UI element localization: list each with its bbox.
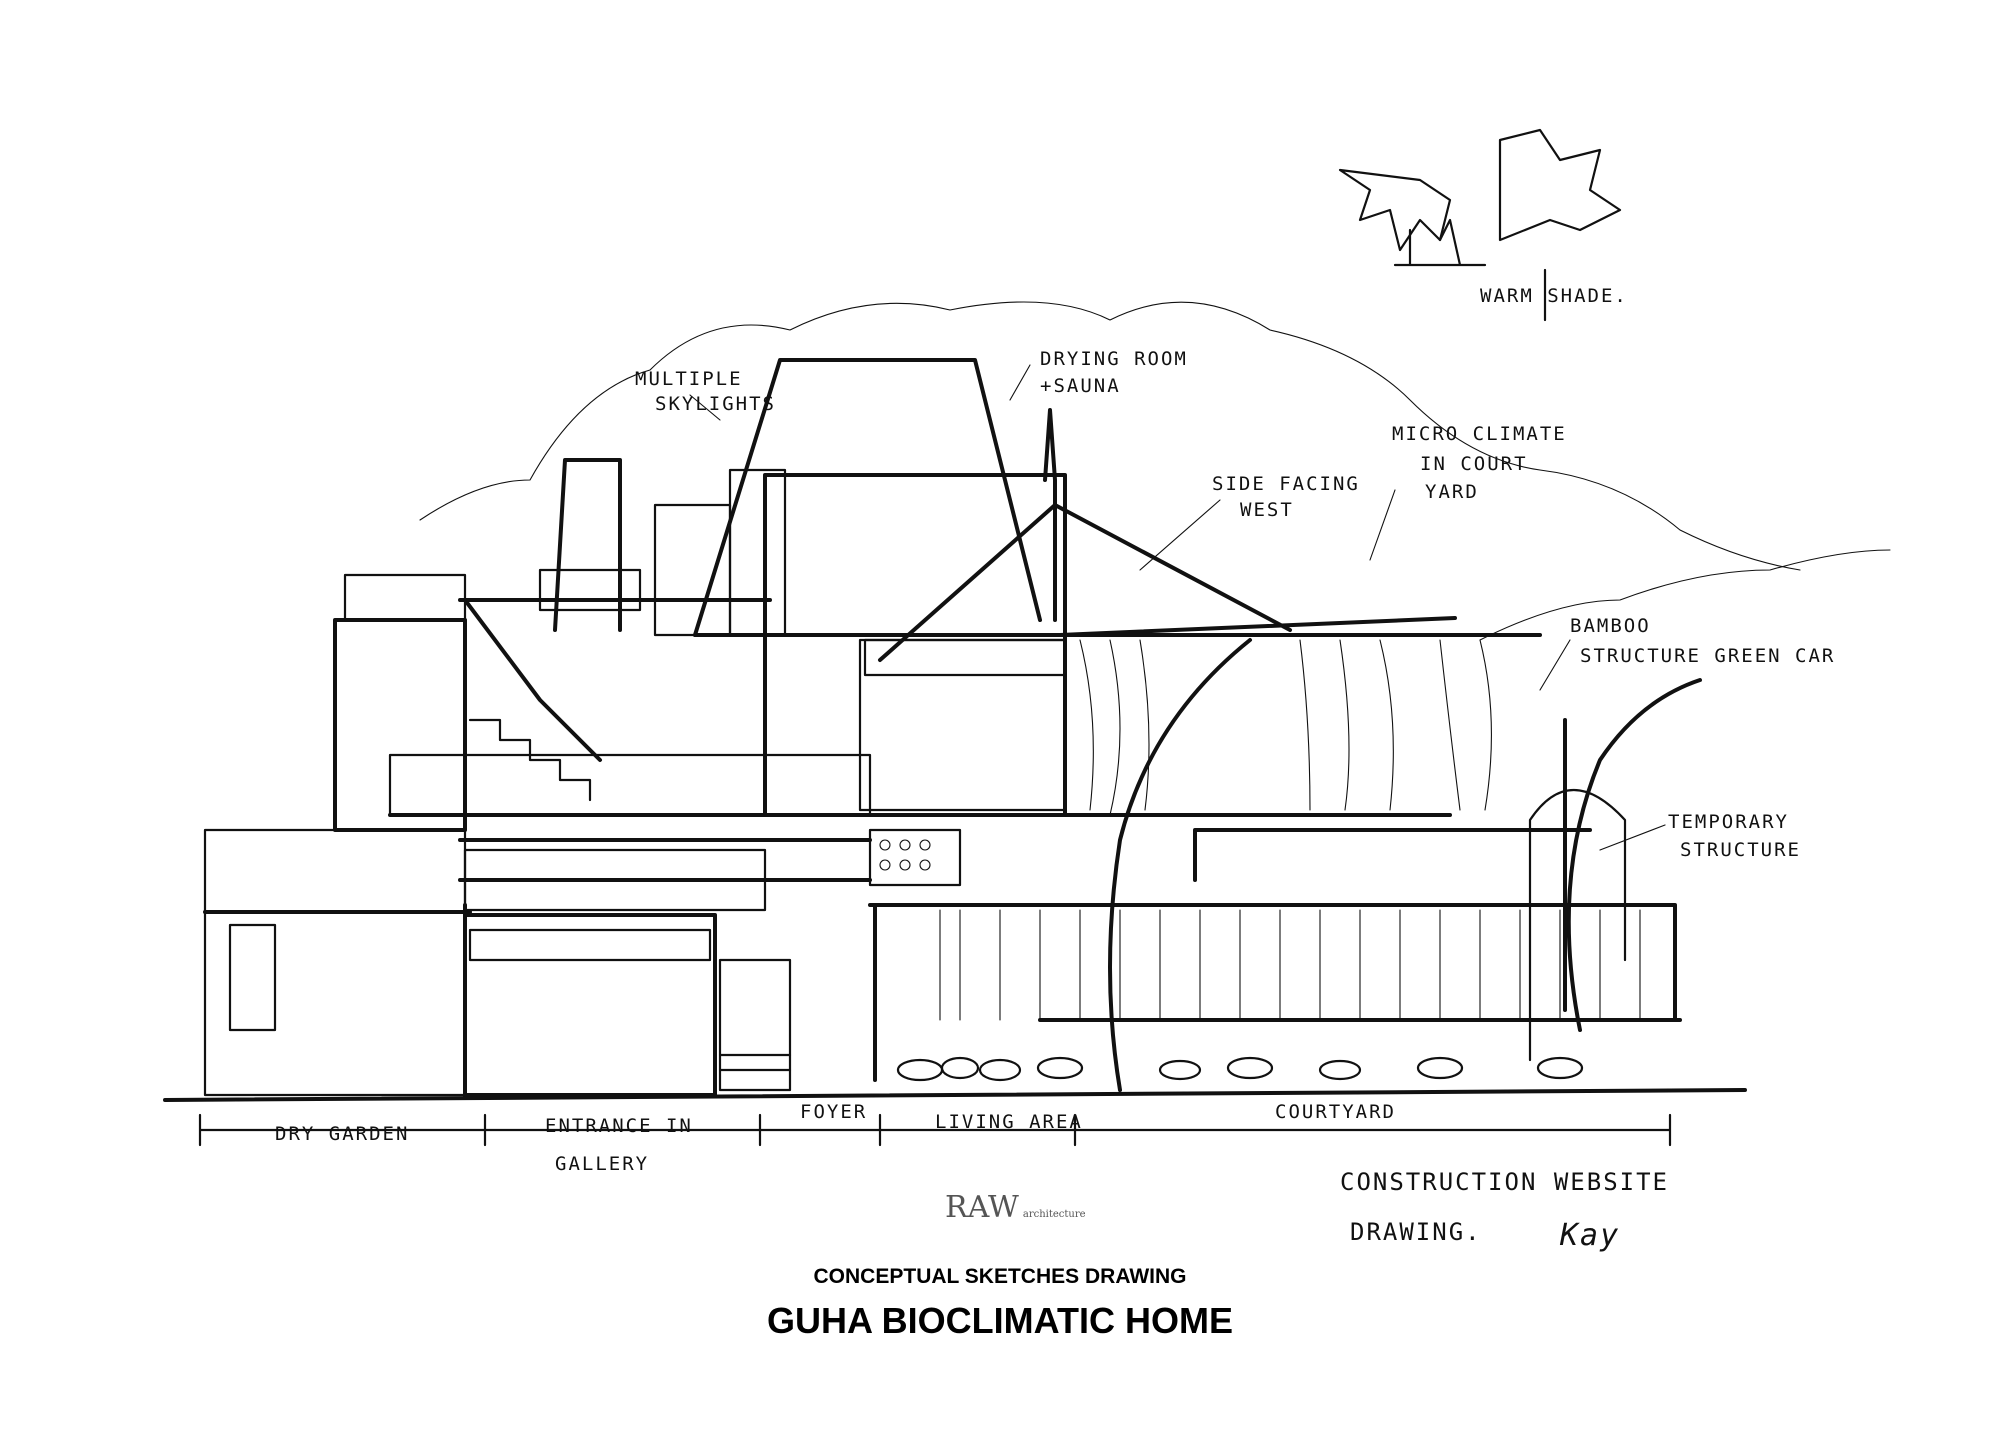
zone-living: LIVING AREA: [935, 1111, 1083, 1133]
dimension-line: [198, 1113, 1672, 1147]
zone-dry-garden: DRY GARDEN: [275, 1123, 409, 1145]
drawing-title: GUHA BIOCLIMATIC HOME: [767, 1300, 1233, 1341]
zone-courtyard: COURTYARD: [1275, 1101, 1396, 1123]
signature: Kay: [1559, 1218, 1620, 1253]
drawing-subtitle: CONCEPTUAL SKETCHES DRAWING: [813, 1265, 1187, 1288]
building-section: [203, 358, 1702, 1100]
label-drying-room: DRYING ROOM+SAUNA: [1040, 348, 1188, 397]
skyline-scribble: [419, 301, 1801, 571]
label-warm-shade: WARM SHADE.: [1480, 285, 1628, 307]
zone-foyer: FOYER: [800, 1101, 867, 1123]
tree-sketch: [1338, 128, 1622, 322]
ground-line: [163, 1088, 1747, 1102]
